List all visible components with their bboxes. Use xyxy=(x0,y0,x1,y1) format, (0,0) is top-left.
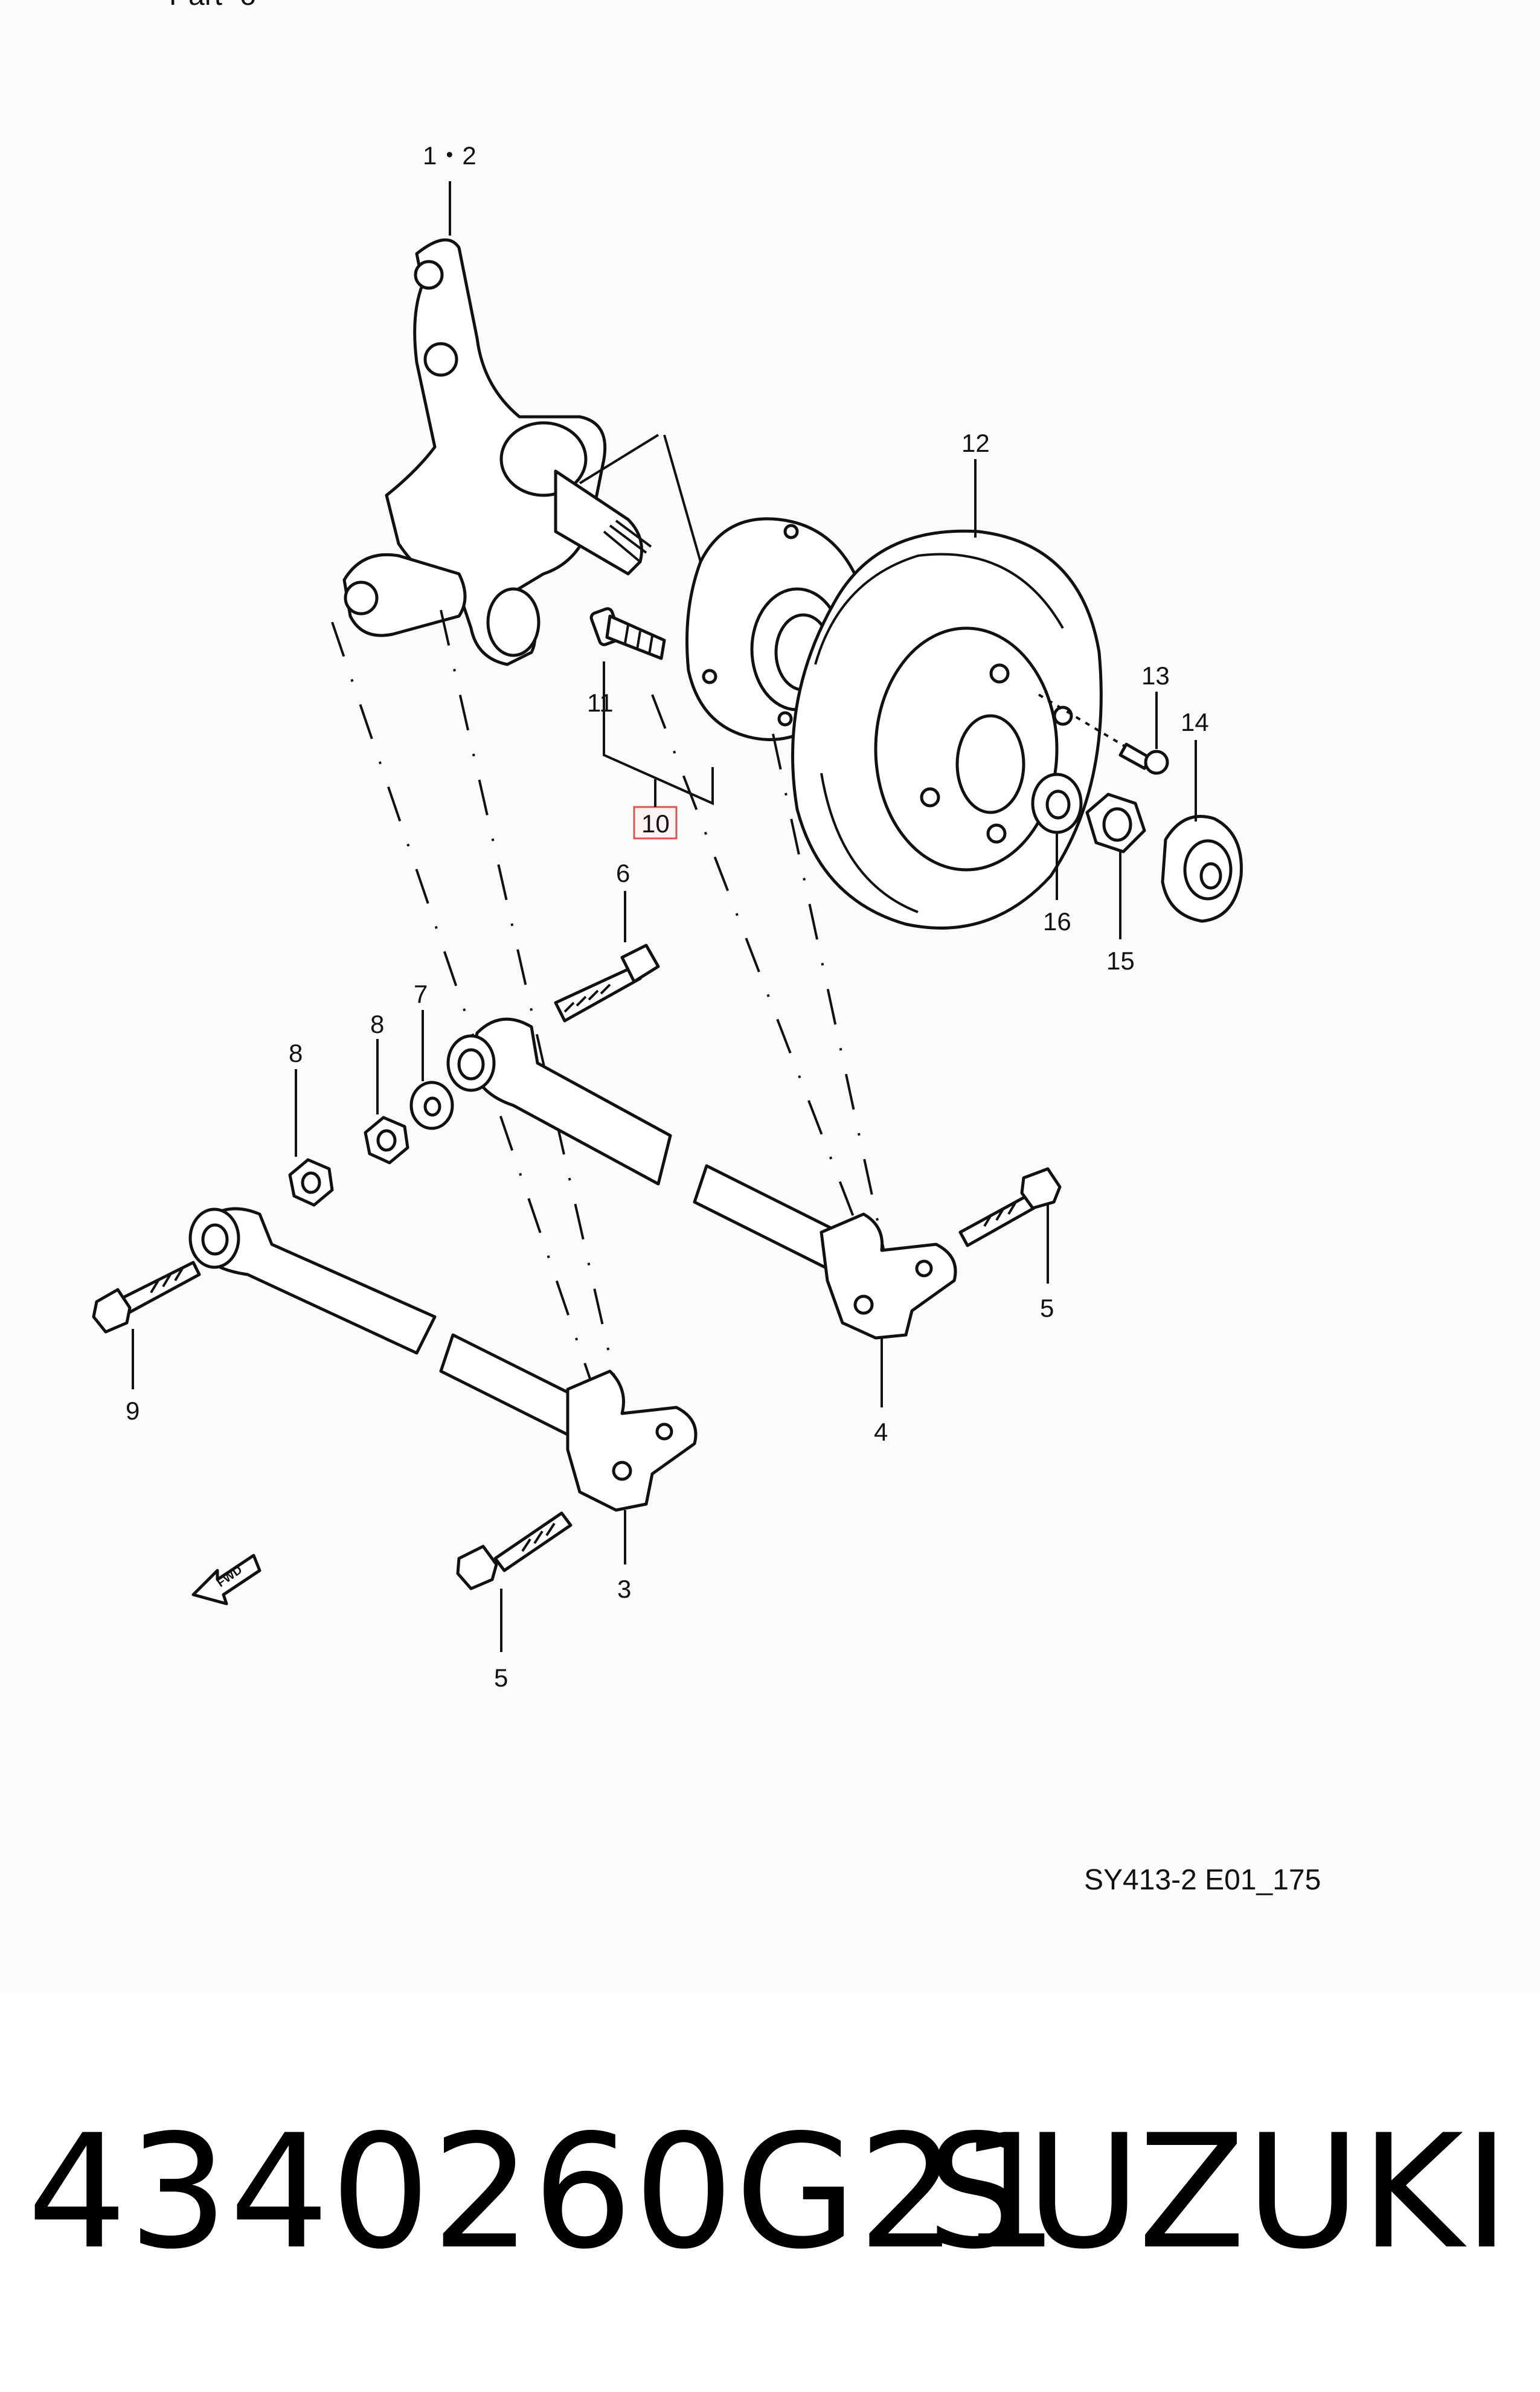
bracket-10-top xyxy=(579,434,659,484)
bolt-6 xyxy=(554,944,660,1023)
brand-name: SUZUKI xyxy=(926,2101,1510,2284)
callout-12: 12 xyxy=(961,429,990,457)
diagram-reference-code: SY413-2 E01_175 xyxy=(1084,1864,1321,1896)
guide-line-left xyxy=(331,622,605,1420)
callout-5b: 5 xyxy=(494,1664,508,1692)
guide-line-right-2 xyxy=(772,733,889,1269)
callout-10: 10 xyxy=(641,809,670,838)
nut-8-lower xyxy=(288,1158,334,1207)
callout-16: 16 xyxy=(1043,907,1071,936)
hub-nut xyxy=(1085,793,1146,854)
bracket-3 xyxy=(566,1369,698,1512)
part-number: 4340260G21 xyxy=(27,2101,1060,2284)
callout-8a: 8 xyxy=(370,1010,384,1038)
callout-11: 11 xyxy=(587,689,614,717)
hub-bolt xyxy=(589,607,666,660)
guide-line-right xyxy=(651,694,877,1275)
lower-arm xyxy=(188,1207,600,1445)
exploded-parts-diagram: Part ·o 1・2 11 10 xyxy=(92,0,1321,1896)
brake-drum xyxy=(791,529,1103,930)
callout-1-2: 1・2 xyxy=(423,141,476,170)
header-fragment: Part ·o xyxy=(169,0,256,11)
bracket-10-right xyxy=(663,434,702,562)
bracket-10-left xyxy=(603,661,714,806)
hub-cap xyxy=(1161,815,1243,923)
callout-15: 15 xyxy=(1106,947,1135,975)
callout-5a: 5 xyxy=(1040,1294,1054,1322)
bolt-5-upper xyxy=(958,1167,1062,1247)
callout-9: 9 xyxy=(126,1397,140,1425)
diagram-panel: Part ·o 1・2 11 10 xyxy=(92,0,1321,1896)
callout-13: 13 xyxy=(1141,661,1170,690)
callout-4: 4 xyxy=(874,1418,888,1446)
callout-6: 6 xyxy=(616,859,630,887)
washer-7 xyxy=(409,1081,454,1130)
callout-14: 14 xyxy=(1181,708,1209,736)
upper-arm xyxy=(446,1017,841,1270)
callout-3: 3 xyxy=(617,1575,631,1603)
drum-screw xyxy=(1038,693,1169,775)
steering-knuckle xyxy=(342,238,652,666)
washer xyxy=(1031,773,1083,834)
bracket-4 xyxy=(820,1212,957,1340)
nut-8-upper xyxy=(364,1116,409,1165)
bolt-5-lower xyxy=(456,1511,573,1590)
callout-8b: 8 xyxy=(289,1039,303,1067)
fwd-arrow-icon: FWD xyxy=(191,1554,261,1606)
callout-7: 7 xyxy=(414,980,428,1008)
bolt-9 xyxy=(92,1261,201,1334)
guide-line-left-2 xyxy=(440,609,629,1438)
